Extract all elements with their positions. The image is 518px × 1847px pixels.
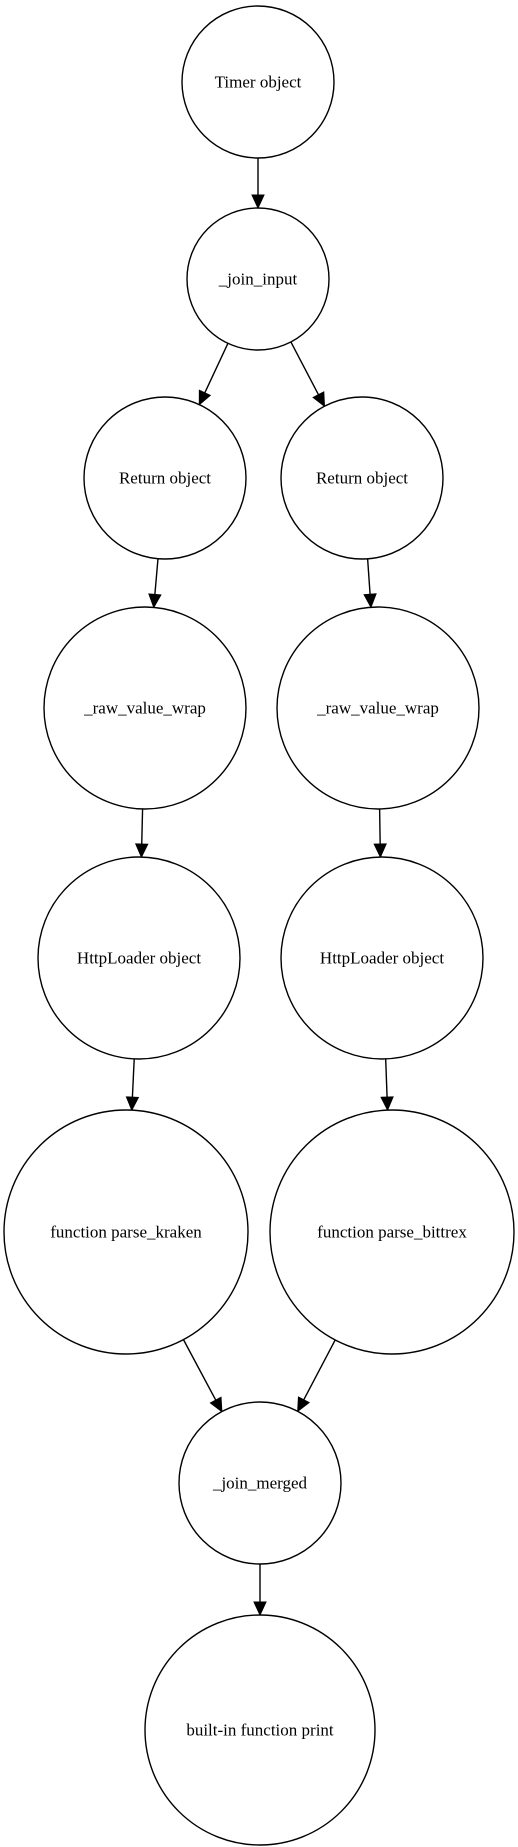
node-label: HttpLoader object (320, 949, 444, 968)
edge-parse_bittrex-to-join_merged (297, 1339, 336, 1413)
node-label: Return object (316, 469, 408, 488)
edge-http_right-to-parse_bittrex (380, 1058, 394, 1112)
edge-return_right-to-raw_right (363, 558, 377, 609)
node-circle (181, 5, 335, 159)
edge-line (154, 558, 159, 595)
node-circle (178, 1401, 342, 1565)
arrowhead-icon (134, 843, 149, 859)
node-http-left: HttpLoader object (37, 856, 241, 1060)
edge-line (141, 808, 144, 845)
node-join-merged: _join_merged (178, 1401, 342, 1565)
node-parse-kraken: function parse_kraken (3, 1109, 249, 1355)
edge-raw_left-to-http_left (134, 808, 149, 859)
arrowhead-icon (363, 593, 377, 609)
edges-layer (125, 158, 394, 1617)
node-label: HttpLoader object (77, 949, 201, 968)
node-label: Return object (119, 469, 211, 488)
node-timer: Timer object (181, 5, 335, 159)
edge-line (384, 1058, 388, 1098)
node-circle (83, 396, 247, 560)
edge-raw_right-to-http_right (373, 808, 387, 859)
edge-line (366, 558, 371, 595)
edge-line (303, 1339, 336, 1401)
arrowhead-icon (125, 1096, 140, 1112)
node-label: _raw_value_wrap (83, 699, 206, 718)
node-http-right: HttpLoader object (280, 856, 484, 1060)
node-circle (186, 207, 330, 351)
node-label: function parse_bittrex (317, 1223, 467, 1242)
edge-http_left-to-parse_kraken (125, 1058, 140, 1112)
arrowhead-icon (380, 1096, 394, 1112)
edge-join_input-to-return_right (290, 341, 326, 408)
node-circle (276, 606, 480, 810)
edge-line (378, 808, 381, 845)
node-circle (280, 856, 484, 1060)
arrowhead-icon (148, 593, 162, 609)
node-circle (3, 1109, 249, 1355)
edge-timer-to-join_input (251, 158, 265, 210)
arrowhead-icon (251, 194, 265, 210)
node-join-input: _join_input (186, 207, 330, 351)
edge-line (131, 1058, 135, 1098)
node-label: built-in function print (186, 1721, 334, 1740)
edge-line (182, 1339, 217, 1401)
node-raw-left: _raw_value_wrap (43, 606, 247, 810)
node-print: built-in function print (144, 1614, 376, 1846)
arrowhead-icon (253, 1601, 267, 1617)
node-parse-bittrex: function parse_bittrex (269, 1109, 515, 1355)
edge-parse_kraken-to-join_merged (182, 1339, 223, 1413)
node-circle (144, 1614, 376, 1846)
edge-line (204, 343, 229, 394)
node-label: _join_input (218, 270, 298, 289)
node-label: Timer object (215, 73, 302, 92)
node-label: _raw_value_wrap (316, 699, 439, 718)
node-circle (269, 1109, 515, 1355)
node-circle (43, 606, 247, 810)
arrowhead-icon (209, 1396, 223, 1413)
node-raw-right: _raw_value_wrap (276, 606, 480, 810)
edge-return_left-to-raw_left (148, 558, 162, 609)
node-label: function parse_kraken (50, 1223, 202, 1242)
edge-line (290, 341, 320, 396)
edge-join_input-to-return_left (198, 343, 229, 406)
arrowhead-icon (312, 391, 326, 408)
node-circle (280, 396, 444, 560)
node-circle (37, 856, 241, 1060)
node-label: _join_merged (212, 1474, 308, 1493)
arrowhead-icon (198, 389, 212, 406)
node-return-right: Return object (280, 396, 444, 560)
arrowhead-icon (373, 843, 387, 859)
node-return-left: Return object (83, 396, 247, 560)
edge-join_merged-to-print (253, 1564, 267, 1617)
arrowhead-icon (297, 1396, 310, 1413)
